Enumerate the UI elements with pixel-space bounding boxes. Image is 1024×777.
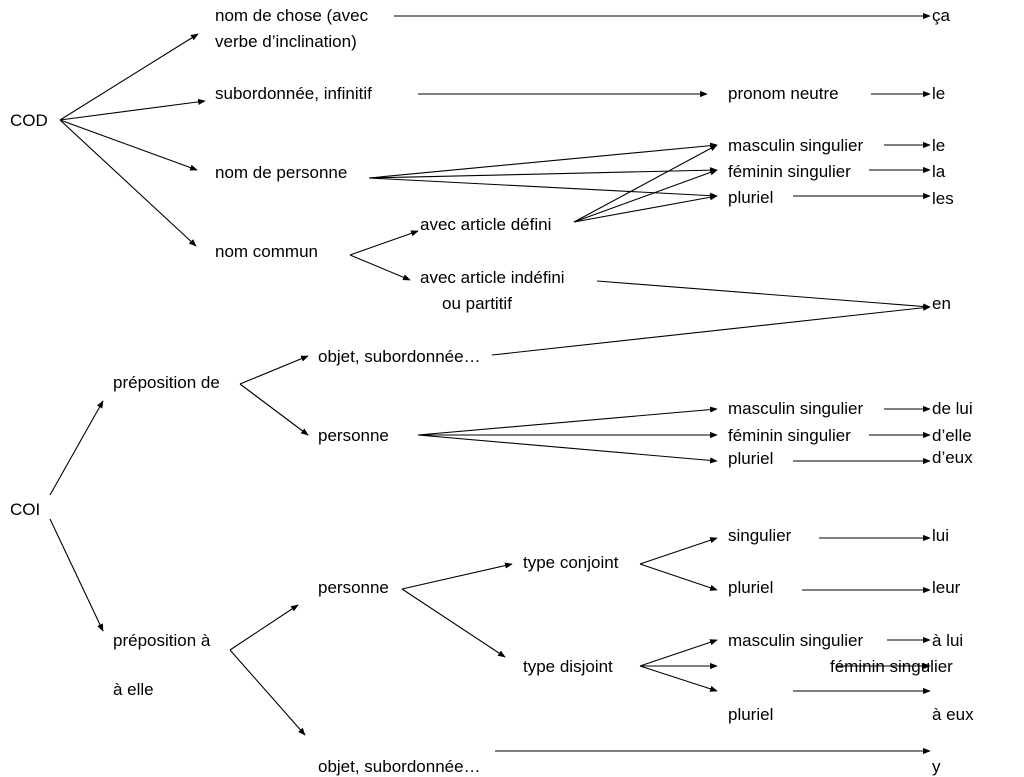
cod-root: COD	[10, 111, 48, 130]
coi-result-y: y	[932, 757, 941, 776]
coi-result-leur: leur	[932, 578, 961, 597]
arrow-personne-a-to-conjoint	[401, 562, 513, 590]
arrow-personne-de-to-plur	[417, 434, 718, 464]
coi-result-a-eux: à eux	[932, 705, 974, 724]
coi-masculin-singulier: masculin singulier	[728, 399, 864, 418]
coi-result-d-elle: d’elle	[932, 426, 972, 445]
arrow-coi-to-prep-de	[49, 400, 104, 496]
arrow-disjoint-to-plur	[639, 665, 718, 692]
cod-pronom-neutre: pronom neutre	[728, 84, 839, 103]
coi-singulier: singulier	[728, 526, 792, 545]
arrow-coi-to-prep-a	[49, 518, 104, 632]
coi-pluriel: pluriel	[728, 449, 774, 468]
arrow-commun-to-defini	[349, 230, 419, 256]
arrow-cod-to-subordonnee	[59, 98, 206, 121]
arrow-indefini-to-en	[596, 280, 931, 310]
coi-root: COI	[10, 500, 41, 519]
cod-result-en: en	[932, 294, 951, 313]
coi-pluriel-disjoint: pluriel	[728, 705, 774, 724]
coi-result-a-lui: à lui	[932, 631, 964, 650]
arrow-disjoint-to-masc	[639, 639, 718, 667]
coi-preposition-de: préposition de	[113, 373, 220, 392]
coi-type-disjoint: type disjoint	[523, 657, 613, 676]
coi-type-conjoint: type conjoint	[523, 553, 619, 572]
arrow-cod-to-commun	[59, 119, 197, 247]
arrow-defini-to-plur	[573, 194, 718, 223]
coi-personne-de: personne	[318, 426, 389, 445]
coi-result-d-eux: d’eux	[932, 448, 973, 467]
arrow-commun-to-indefini	[349, 254, 411, 281]
arrow-prep-a-to-objet	[229, 649, 306, 736]
cod-nom-commun: nom commun	[215, 242, 318, 261]
arrow-conjoint-to-singulier	[639, 537, 718, 565]
arrow-personne-to-masc	[368, 142, 718, 179]
cod-nom-de-personne: nom de personne	[215, 163, 348, 182]
arrow-personne-to-plur	[368, 177, 718, 199]
arrow-prep-de-to-personne	[239, 383, 309, 436]
cod-pluriel: pluriel	[728, 188, 774, 207]
cod-nom-de-chose-line2: verbe d’inclination)	[215, 32, 357, 51]
cod-avec-article-indefini-line2: ou partitif	[442, 294, 512, 313]
cod-result-le: le	[932, 136, 946, 155]
cod-result-la: la	[932, 162, 946, 181]
arrow-defini-to-masc	[573, 144, 718, 223]
coi-result-lui: lui	[932, 526, 950, 545]
coi-objet-subordonnee: objet, subordonnée…	[318, 347, 481, 366]
cod-avec-article-indefini: avec article indéfini	[420, 268, 565, 287]
arrow-prep-a-to-personne	[229, 604, 299, 651]
arrow-conjoint-to-pluriel	[639, 563, 718, 591]
arrow-prep-de-to-objet	[239, 355, 309, 385]
coi-result-de-lui: de lui	[932, 399, 973, 418]
arrow-personne-a-to-disjoint	[401, 588, 506, 658]
coi-a-elle: à elle	[113, 680, 154, 699]
cod-result-ca: ça	[932, 6, 950, 25]
coi-personne-a: personne	[318, 578, 389, 597]
cod-avec-article-defini: avec article défini	[420, 215, 552, 234]
coi-preposition-a: préposition à	[113, 631, 211, 650]
arrow-personne-de-to-masc	[417, 406, 718, 436]
cod-result-le-neutre: le	[932, 84, 946, 103]
arrow-cod-to-chose	[59, 33, 199, 121]
cod-nom-de-chose: nom de chose (avec	[215, 6, 369, 25]
arrow-personne-to-fem	[368, 167, 718, 179]
arrow-objet-to-en	[491, 304, 931, 356]
coi-pluriel-conjoint: pluriel	[728, 578, 774, 597]
coi-masculin-singulier-disjoint: masculin singulier	[728, 631, 864, 650]
cod-feminin-singulier: féminin singulier	[728, 162, 851, 181]
arrow-cod-to-personne	[59, 119, 198, 171]
coi-objet-subordonnee-a: objet, subordonnée…	[318, 757, 481, 776]
cod-result-les: les	[932, 189, 954, 208]
arrow-defini-to-fem	[573, 169, 718, 223]
coi-feminin-singulier: féminin singulier	[728, 426, 851, 445]
cod-masculin-singulier: masculin singulier	[728, 136, 864, 155]
cod-subordonnee-infinitif: subordonnée, infinitif	[215, 84, 372, 103]
coi-feminin-singulier-disjoint: féminin singulier	[830, 657, 953, 676]
